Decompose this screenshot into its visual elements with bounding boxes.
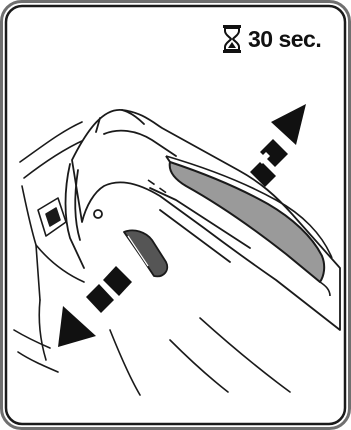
timer-label: 30 sec. bbox=[248, 26, 321, 53]
hourglass-icon bbox=[222, 24, 242, 54]
timer-indicator: 30 sec. bbox=[222, 22, 321, 56]
